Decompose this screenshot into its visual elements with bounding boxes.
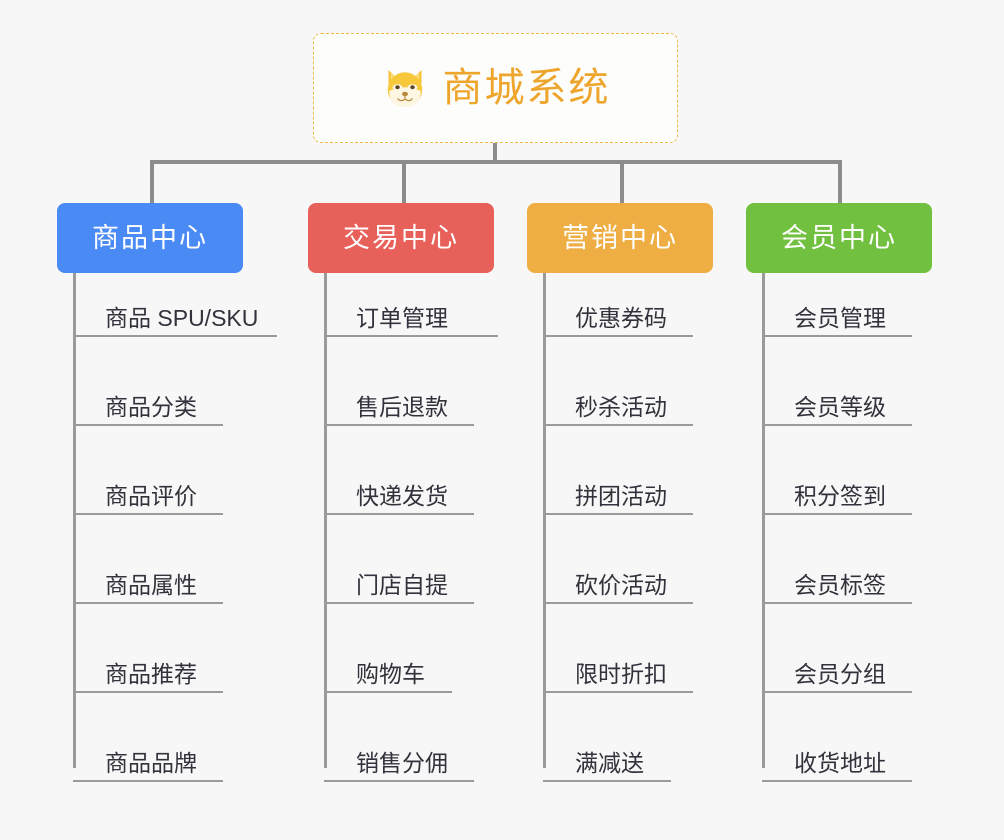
column-spine [324,273,327,768]
root-node-shop-system[interactable]: 商城系统 [313,33,678,143]
category-header-商品中心[interactable]: 商品中心 [57,203,243,273]
leaf-item[interactable]: 秒杀活动 [543,380,693,426]
category-header-交易中心[interactable]: 交易中心 [308,203,494,273]
leaf-item-label: 会员等级 [794,393,886,420]
leaf-item-label: 会员分组 [794,660,886,687]
leaf-item-label: 收货地址 [794,749,886,776]
leaf-item-label: 秒杀活动 [575,393,667,420]
leaf-item[interactable]: 会员管理 [762,291,912,337]
category-header-label: 商品中心 [92,222,208,253]
leaf-underline [543,602,693,604]
leaf-underline [762,602,912,604]
leaf-underline [324,691,452,693]
column-spine [543,273,546,768]
leaf-item[interactable]: 快递发货 [324,469,474,515]
category-header-会员中心[interactable]: 会员中心 [746,203,932,273]
leaf-underline [762,335,912,337]
leaf-item[interactable]: 销售分佣 [324,736,474,782]
leaf-item[interactable]: 商品分类 [73,380,223,426]
leaf-item[interactable]: 砍价活动 [543,558,693,604]
leaf-item[interactable]: 商品 SPU/SKU [73,291,277,337]
leaf-underline [73,424,223,426]
leaf-underline [73,335,277,337]
leaf-item-label: 商品评价 [105,482,197,509]
leaf-underline [762,424,912,426]
connector-drop-4 [838,160,842,205]
leaf-underline [543,424,693,426]
leaf-item-label: 砍价活动 [575,571,667,598]
leaf-item-label: 购物车 [356,660,425,687]
category-header-label: 交易中心 [343,222,459,253]
leaf-item[interactable]: 商品推荐 [73,647,223,693]
column-spine [73,273,76,768]
leaf-item-label: 积分签到 [794,482,886,509]
leaf-item-label: 商品 SPU/SKU [105,304,259,331]
leaf-item-label: 限时折扣 [575,660,667,687]
leaf-item-label: 销售分佣 [356,749,448,776]
connector-drop-2 [402,160,406,205]
column-spine [762,273,765,768]
shiba-dog-face-icon [387,70,422,109]
leaf-item[interactable]: 优惠券码 [543,291,693,337]
connector-drop-3 [620,160,624,205]
leaf-underline [324,513,474,515]
leaf-underline [324,602,474,604]
leaf-underline [73,780,223,782]
leaf-item[interactable]: 会员分组 [762,647,912,693]
leaf-underline [73,513,223,515]
leaf-item-label: 售后退款 [356,393,448,420]
leaf-underline [762,780,912,782]
connector-horizontal-bus [150,160,842,164]
category-header-label: 会员中心 [781,222,897,253]
leaf-item-label: 会员管理 [794,304,886,331]
leaf-underline [762,691,912,693]
leaf-underline [762,513,912,515]
leaf-underline [324,424,474,426]
leaf-item-label: 会员标签 [794,571,886,598]
connector-drop-1 [150,160,154,205]
leaf-item[interactable]: 商品属性 [73,558,223,604]
leaf-item-label: 满减送 [575,749,644,776]
leaf-item[interactable]: 会员标签 [762,558,912,604]
leaf-underline [543,691,693,693]
leaf-item[interactable]: 会员等级 [762,380,912,426]
leaf-item-label: 商品推荐 [105,660,197,687]
leaf-item-label: 商品品牌 [105,749,197,776]
leaf-underline [73,602,223,604]
leaf-underline [324,335,498,337]
leaf-item-label: 优惠券码 [575,304,667,331]
leaf-item[interactable]: 收货地址 [762,736,912,782]
root-node-title: 商城系统 [442,66,611,110]
leaf-underline [543,513,693,515]
leaf-item[interactable]: 限时折扣 [543,647,693,693]
connector-root-stub [493,143,497,162]
leaf-item[interactable]: 商品品牌 [73,736,223,782]
leaf-item[interactable]: 积分签到 [762,469,912,515]
leaf-item-label: 商品分类 [105,393,197,420]
leaf-item[interactable]: 购物车 [324,647,452,693]
leaf-item[interactable]: 拼团活动 [543,469,693,515]
leaf-underline [73,691,223,693]
leaf-item-label: 商品属性 [105,571,197,598]
leaf-underline [543,335,693,337]
leaf-underline [324,780,474,782]
leaf-item[interactable]: 门店自提 [324,558,474,604]
leaf-item[interactable]: 售后退款 [324,380,474,426]
leaf-item[interactable]: 商品评价 [73,469,223,515]
leaf-item-label: 拼团活动 [575,482,667,509]
leaf-item-label: 订单管理 [356,304,448,331]
leaf-item-label: 门店自提 [356,571,448,598]
category-header-营销中心[interactable]: 营销中心 [527,203,713,273]
leaf-underline [543,780,671,782]
leaf-item-label: 快递发货 [356,482,448,509]
leaf-item[interactable]: 满减送 [543,736,671,782]
category-header-label: 营销中心 [562,222,678,253]
leaf-item[interactable]: 订单管理 [324,291,498,337]
